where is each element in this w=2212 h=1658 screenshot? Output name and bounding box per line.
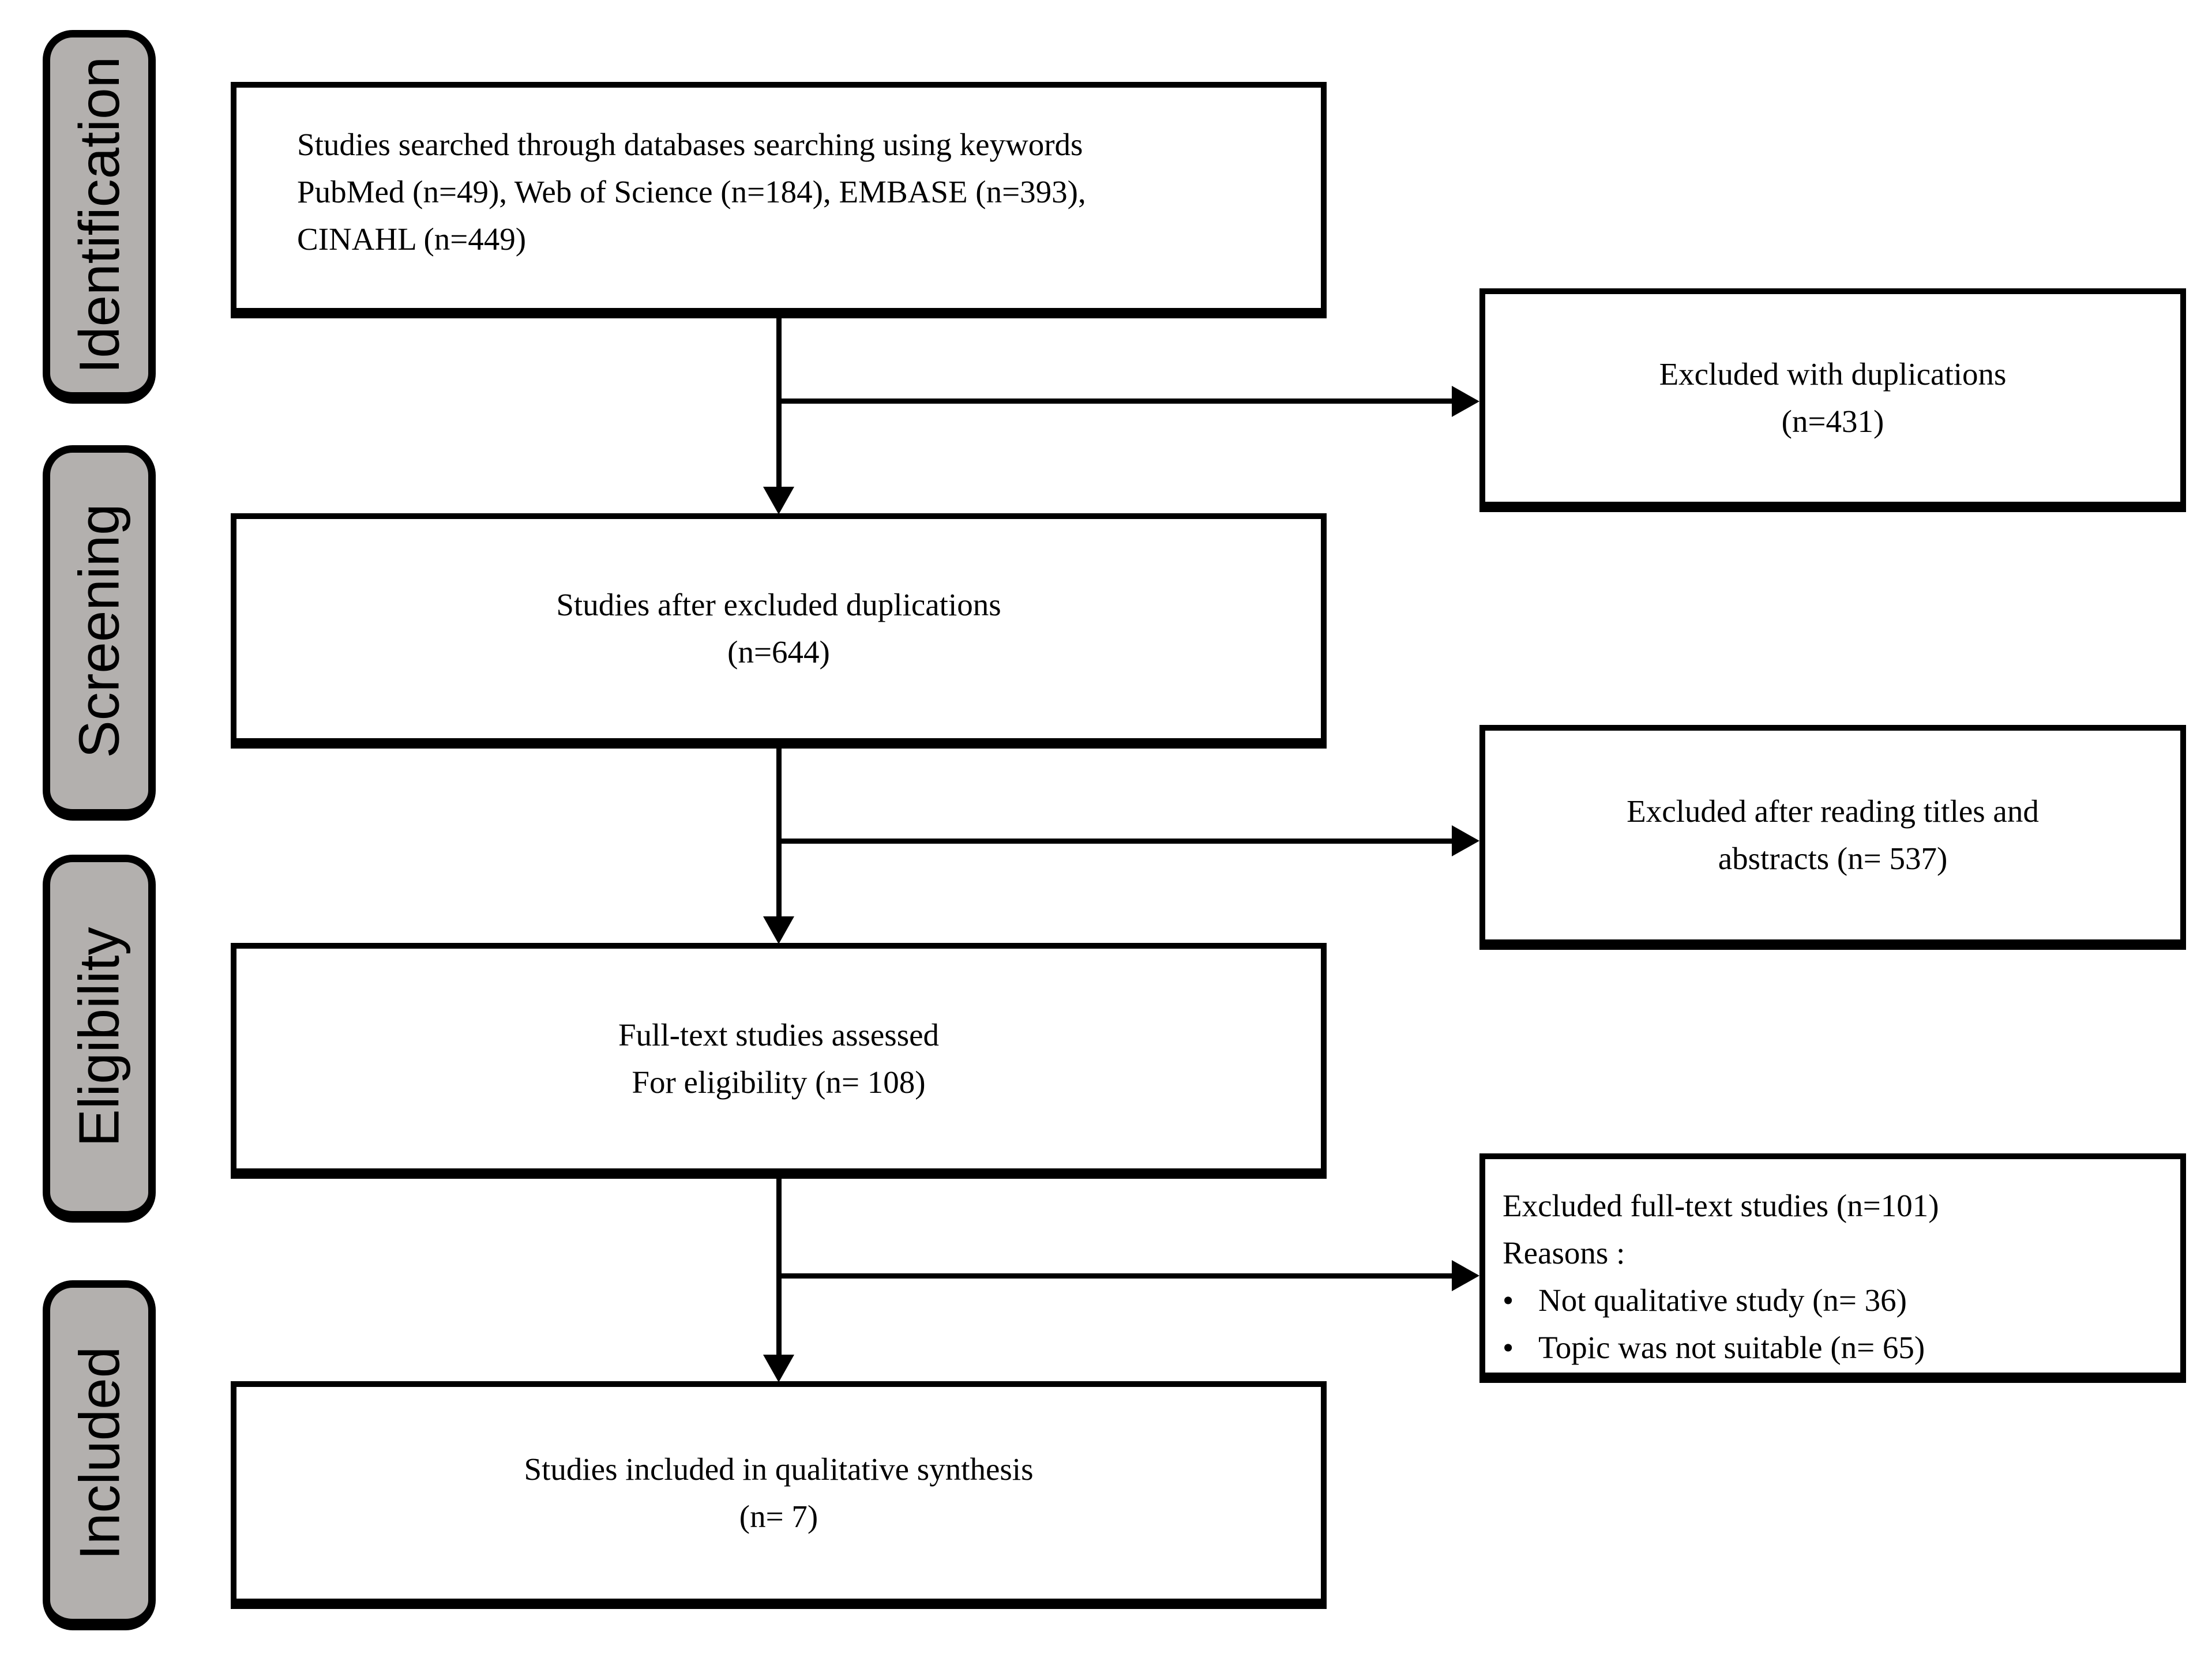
flow-box-after-duplications-text: Studies after excluded duplications (n=6… [556,587,1001,670]
connector-line-right-3 [779,1273,1452,1279]
stage-identification: Identification [43,30,156,404]
arrowhead-right-icon-2 [1452,825,1479,856]
exclusion-box-titles-abstracts-text: Excluded after reading titles and abstra… [1627,794,2039,876]
stage-identification-label: Identification [67,56,131,374]
exclusion-box-fulltext: Excluded full-text studies (n=101) Reaso… [1479,1153,2186,1383]
stage-eligibility-label: Eligibility [67,926,132,1147]
exclusion-reason-text: Not qualitative study (n= 36) [1538,1283,1907,1318]
exclusion-box-duplications: Excluded with duplications (n=431) [1479,288,2186,512]
connector-line-right-2 [779,839,1452,844]
exclusion-box-fulltext-title: Excluded full-text studies (n=101) [1503,1188,1939,1223]
connector-line-down-3 [776,1179,782,1355]
exclusion-box-duplications-text: Excluded with duplications (n=431) [1659,356,2007,439]
bullet-icon: • [1503,1330,1514,1365]
exclusion-box-fulltext-reasons-label: Reasons : [1503,1235,1625,1270]
exclusion-reason-item: • Not qualitative study (n= 36) [1503,1277,2163,1324]
stage-included-label: Included [67,1346,132,1561]
arrowhead-down-icon-1 [763,487,794,514]
connector-line-down-2 [776,749,782,916]
stage-eligibility: Eligibility [43,855,156,1223]
stage-screening-label: Screening [67,503,132,758]
connector-line-right-1 [779,398,1452,404]
arrowhead-right-icon-3 [1452,1260,1479,1291]
flow-box-fulltext-assessed-text: Full-text studies assessed For eligibili… [618,1017,940,1100]
flow-box-after-duplications: Studies after excluded duplications (n=6… [231,513,1327,749]
exclusion-reason-item: • Topic was not suitable (n= 65) [1503,1324,2163,1371]
arrowhead-right-icon-1 [1452,386,1479,417]
flow-box-fulltext-assessed: Full-text studies assessed For eligibili… [231,943,1327,1179]
stage-screening: Screening [43,445,156,821]
exclusion-box-titles-abstracts: Excluded after reading titles and abstra… [1479,725,2186,950]
arrowhead-down-icon-2 [763,916,794,944]
arrowhead-down-icon-3 [763,1355,794,1382]
flow-box-identification: Studies searched through databases searc… [231,82,1327,318]
flow-box-included-synthesis-text: Studies included in qualitative synthesi… [524,1451,1034,1534]
flow-box-identification-text: Studies searched through databases searc… [297,127,1086,257]
exclusion-reason-text: Topic was not suitable (n= 65) [1538,1330,1925,1365]
stage-included: Included [43,1280,156,1630]
bullet-icon: • [1503,1283,1514,1318]
flow-box-included-synthesis: Studies included in qualitative synthesi… [231,1381,1327,1609]
